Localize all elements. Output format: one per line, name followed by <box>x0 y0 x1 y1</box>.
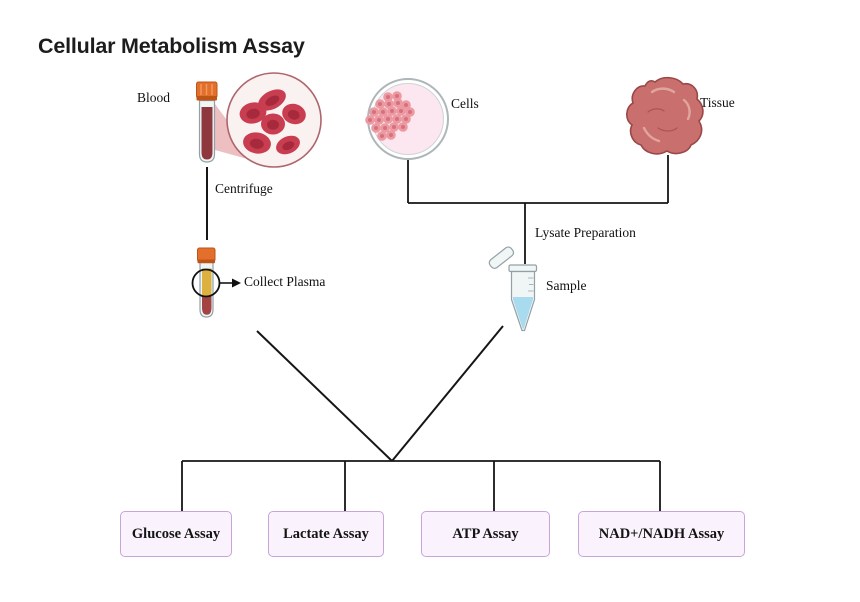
cells-label: Cells <box>451 96 479 111</box>
red-blood-cell-icon <box>258 89 286 111</box>
assay-box-label: NAD+/NADH Assay <box>598 525 725 542</box>
tissue-icon <box>626 76 704 155</box>
red-blood-cell-icon <box>239 102 267 124</box>
red-blood-cell-icon <box>276 135 300 155</box>
assay-box-lactate: Lactate Assay <box>268 511 384 557</box>
assay-tree-lines <box>181 460 661 511</box>
assay-box-label: Glucose Assay <box>131 525 221 542</box>
assay-box-glucose: Glucose Assay <box>120 511 232 557</box>
assay-box-nad-nadh: NAD+/NADH Assay <box>578 511 745 557</box>
cell-cluster-icon <box>365 91 415 141</box>
assay-box-label: ATP Assay <box>452 525 519 542</box>
collect-plasma-label: Collect Plasma <box>244 274 326 289</box>
red-blood-cell-icon <box>243 132 271 154</box>
cells-petri-dish-icon <box>365 78 449 160</box>
page-title: Cellular Metabolism Assay <box>38 34 305 58</box>
sample-label: Sample <box>546 278 587 293</box>
collect-plasma-arrow-icon <box>220 278 241 288</box>
red-blood-cell-icon <box>282 103 306 125</box>
v-connector-lines <box>256 325 504 462</box>
assay-box-atp: ATP Assay <box>421 511 550 557</box>
microcentrifuge-tube-icon <box>488 246 538 332</box>
tissue-label: Tissue <box>700 95 735 110</box>
lysate-preparation-label: Lysate Preparation <box>535 225 636 240</box>
assay-box-label: Lactate Assay <box>283 525 369 542</box>
plasma-highlight-circle-icon <box>191 268 221 298</box>
red-blood-cells-magnifier-icon <box>226 72 322 168</box>
cells-tissue-bracket-line <box>407 155 669 264</box>
red-blood-cell-icon <box>261 113 285 135</box>
blood-label: Blood <box>137 90 171 105</box>
centrifuged-plasma-tube-icon <box>191 247 221 318</box>
centrifuge-label: Centrifuge <box>215 181 273 196</box>
